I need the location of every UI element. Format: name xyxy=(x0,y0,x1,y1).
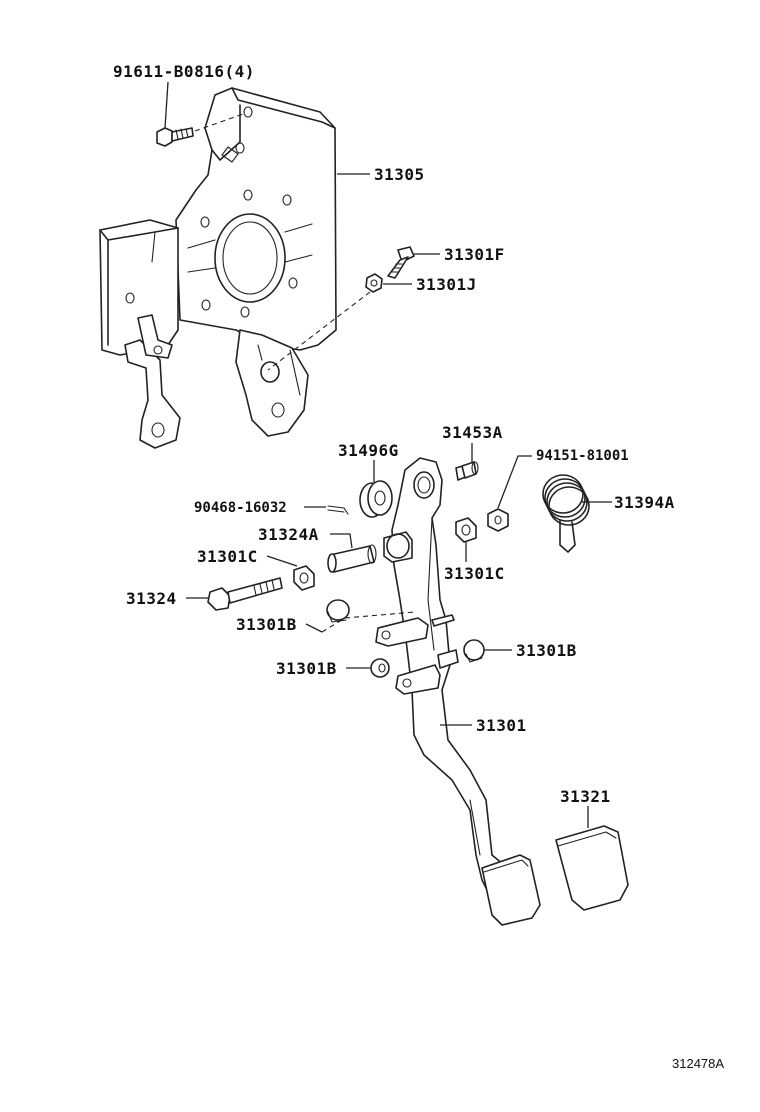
pedal-arm-drawing xyxy=(375,457,541,926)
label-nut-31301j: 31301J xyxy=(416,275,477,294)
label-collar-31324a: 31324A xyxy=(258,525,319,544)
bolt-31324-drawing xyxy=(207,577,283,611)
spring-31394a-drawing xyxy=(542,474,590,553)
label-spring-31394a: 31394A xyxy=(614,493,675,512)
label-bolt-31301f: 31301F xyxy=(444,245,505,264)
bush-31301c-right-drawing xyxy=(455,517,477,543)
label-pedal-pad-31321: 31321 xyxy=(560,787,611,806)
label-pin-31453a: 31453A xyxy=(442,423,503,442)
label-bush-31301c-right: 31301C xyxy=(444,564,505,583)
label-bracket-31305: 31305 xyxy=(374,165,425,184)
pin-31453a-drawing xyxy=(455,461,479,481)
label-bushing-31496g: 31496G xyxy=(338,441,399,460)
label-cotter-90468: 90468-16032 xyxy=(194,500,287,516)
clip-94151-drawing xyxy=(487,508,509,532)
cotter-90468-drawing xyxy=(327,505,349,515)
label-pedal-arm-31301: 31301 xyxy=(476,716,527,735)
bolt-91611-drawing xyxy=(156,127,194,147)
pedal-bracket-drawing xyxy=(99,87,337,449)
label-clip-94151: 94151-81001 xyxy=(536,448,629,464)
stop-31301b-1-drawing xyxy=(326,599,350,623)
pedal-pad-31321-drawing xyxy=(555,825,629,911)
bushing-31496g-drawing xyxy=(359,480,393,518)
stop-31301b-3-drawing xyxy=(370,658,390,678)
bush-31301c-left-drawing xyxy=(293,565,315,591)
label-bush-31301c-left: 31301C xyxy=(197,547,258,566)
label-bolt-91611: 91611-B0816(4) xyxy=(113,62,255,81)
label-stop-31301b-1: 31301B xyxy=(236,615,297,634)
label-stop-31301b-2: 31301B xyxy=(516,641,577,660)
collar-31324a-drawing xyxy=(327,544,377,573)
diagram-reference-number: 312478A xyxy=(672,1056,724,1071)
bolt-31301f-drawing xyxy=(387,246,415,279)
nut-31301j-drawing xyxy=(365,273,383,293)
label-bolt-31324: 31324 xyxy=(126,589,177,608)
stop-31301b-2-drawing xyxy=(463,639,485,663)
label-stop-31301b-3: 31301B xyxy=(276,659,337,678)
